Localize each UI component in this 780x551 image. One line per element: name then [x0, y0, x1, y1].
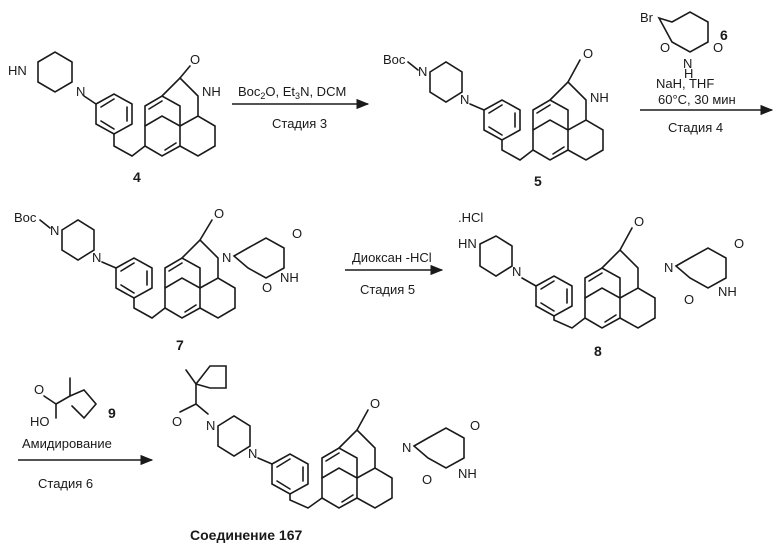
temp-step-4: 60°C, 30 мин	[658, 92, 736, 107]
step-4: Br O O N H 6 NaH, THF 60°C, 30 мин Стади…	[640, 10, 772, 135]
methylcyclobutane-acid	[56, 378, 96, 418]
o-label: O	[172, 414, 182, 429]
carbonyl-o: O	[583, 46, 593, 61]
o-label: O	[470, 418, 480, 433]
glutarimide-ring	[234, 238, 284, 278]
o-label: O	[292, 226, 302, 241]
glutarimide-ring	[676, 248, 726, 288]
o-label: O	[34, 382, 44, 397]
o-label: O	[262, 280, 272, 295]
o-label: O	[422, 472, 432, 487]
step-3: Boc2O, Et3N, DCM Стадия 3	[232, 84, 368, 131]
br-label: Br	[640, 10, 654, 25]
hcl-label: .HCl	[458, 210, 483, 225]
n-label: N	[248, 446, 257, 461]
glutarimide-ring	[414, 428, 464, 468]
naphthalene-left	[145, 116, 180, 156]
stage-6: Стадия 6	[38, 476, 93, 491]
stage-4: Стадия 4	[668, 120, 723, 135]
hn-label: HN	[8, 63, 27, 78]
n-label: N	[402, 440, 411, 455]
o-label: O	[734, 236, 744, 251]
step-6: O HO 9 Амидирование Стадия 6	[18, 378, 152, 491]
label-compound-4: 4	[133, 169, 141, 185]
label-compound-8: 8	[594, 343, 602, 359]
carbonyl-o: O	[214, 206, 224, 221]
piperazine-ring	[480, 236, 512, 276]
piperazine-ring	[38, 52, 72, 92]
compound-167: O N N O N O O NH Соединение 167	[172, 366, 480, 543]
o-label: O	[660, 40, 670, 55]
n-label: N	[206, 418, 215, 433]
boc-label: Boc	[383, 52, 406, 67]
compound-8: .HCl HN N O N O O NH 8	[458, 210, 744, 359]
label-compound-6: 6	[720, 27, 728, 43]
nh-label: NH	[590, 90, 609, 105]
cyclobutyl-group	[186, 366, 226, 388]
compound-5: Boc N N O NH 5	[383, 46, 609, 189]
n-label: N	[460, 92, 469, 107]
piperazine-ring	[430, 62, 462, 102]
o-label: O	[684, 292, 694, 307]
stage-3: Стадия 3	[272, 116, 327, 131]
compound-7: Boc N N O N O O NH 7	[14, 206, 302, 353]
reagents-step-3: Boc2O, Et3N, DCM	[238, 84, 346, 101]
n-label: N	[664, 260, 673, 275]
n-label: N	[512, 264, 521, 279]
label-compound-7: 7	[176, 337, 184, 353]
n-label: N	[92, 250, 101, 265]
reagents-step-5: Диоксан -HCl	[352, 250, 432, 265]
compound-4: HN N O NH 4	[8, 52, 221, 185]
hn-label: HN	[458, 236, 477, 251]
stage-5: Стадия 5	[360, 282, 415, 297]
boc-label: Boc	[14, 210, 37, 225]
ho-label: HO	[30, 414, 50, 429]
label-compound-9: 9	[108, 405, 116, 421]
carbonyl-o: O	[634, 214, 644, 229]
piperazine-ring	[62, 220, 94, 260]
step-5: Диоксан -HCl Стадия 5	[345, 250, 442, 297]
nh-label: NH	[718, 284, 737, 299]
label-compound-5: 5	[534, 173, 542, 189]
carbonyl-o: O	[370, 396, 380, 411]
nh-label: NH	[458, 466, 477, 481]
carbonyl-o: O	[190, 52, 200, 67]
nh-label: NH	[202, 84, 221, 99]
piperazine-ring	[218, 416, 250, 456]
nh-label: NH	[280, 270, 299, 285]
n-label: N	[222, 250, 231, 265]
reagents-step-6: Амидирование	[22, 436, 112, 451]
n-label: N	[50, 223, 59, 238]
reagents-step-4: NaH, THF	[656, 76, 714, 91]
n-label: N	[418, 64, 427, 79]
label-compound-167: Соединение 167	[190, 527, 302, 543]
